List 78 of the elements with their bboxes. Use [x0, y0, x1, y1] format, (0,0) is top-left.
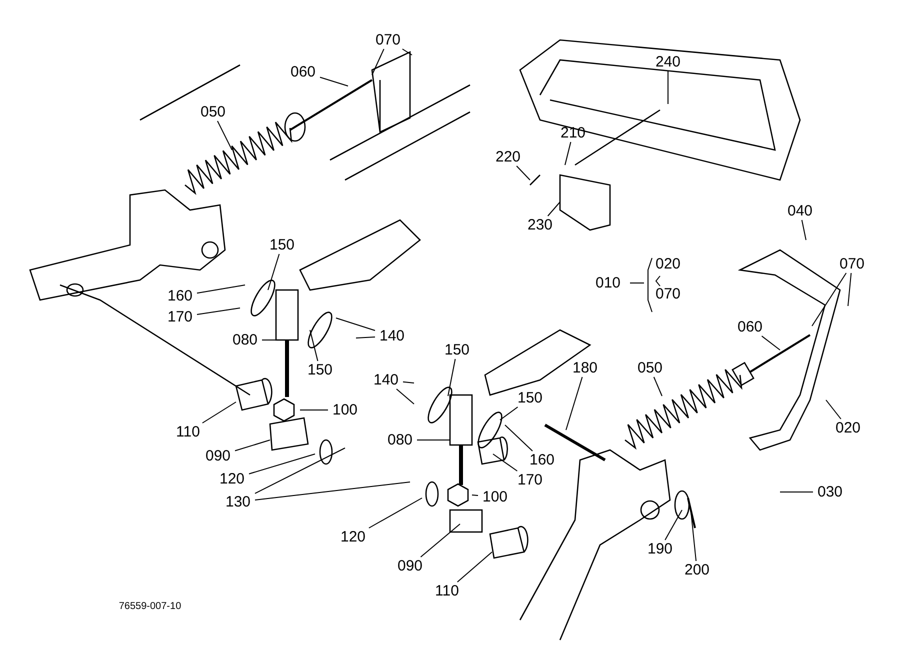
leader-line: [456, 552, 492, 582]
callout-number: 140: [373, 372, 399, 388]
callout-number: 170: [517, 472, 543, 488]
callout-number: 130: [225, 494, 251, 510]
callout-number: 150: [269, 238, 295, 252]
leader-line: [664, 510, 682, 540]
callout-number: 120: [219, 472, 245, 486]
leader-line: [268, 254, 280, 290]
callout-number: 190: [647, 542, 673, 556]
callout-number: 150: [307, 362, 333, 378]
leader-line: [420, 524, 460, 558]
leader-line: [254, 482, 410, 501]
callout-number: 020: [655, 256, 681, 272]
leader-line: [402, 48, 412, 56]
leader-line: [234, 440, 270, 452]
leader-line: [320, 76, 348, 86]
leader-line: [368, 498, 422, 528]
leader-line: [516, 166, 530, 180]
leader-line: [504, 424, 533, 452]
leader-line: [217, 120, 232, 150]
callout-number: 080: [387, 432, 413, 448]
leader-line: [564, 142, 572, 166]
callout-number: 050: [637, 360, 663, 376]
leader-line: [547, 202, 560, 216]
callout-number: 200: [684, 562, 710, 578]
leader-line: [248, 454, 316, 474]
callout-number: 060: [737, 320, 763, 334]
leader-line: [202, 402, 236, 424]
leader-line: [448, 358, 456, 396]
leader-line: [492, 454, 518, 472]
leader-line: [801, 220, 806, 240]
callout-number: 220: [495, 150, 521, 164]
callout-number: 100: [482, 490, 508, 504]
leader-line: [356, 336, 376, 338]
callout-number: 110: [435, 584, 459, 598]
leader-line: [372, 48, 384, 76]
callout-number: 240: [655, 54, 681, 70]
callout-number: 150: [444, 342, 470, 358]
leader-line: [396, 388, 414, 404]
leader-line: [196, 284, 246, 294]
leader-line: [196, 308, 240, 315]
leader-line: [690, 512, 697, 562]
callout-number: 050: [200, 104, 226, 120]
leader-line: [254, 448, 346, 494]
callout-number: 090: [397, 558, 423, 574]
callout-number: 120: [340, 530, 366, 544]
callout-number: 140: [379, 328, 405, 344]
leader-line: [848, 272, 852, 306]
callout-number: 010: [595, 276, 621, 290]
callout-number: 100: [332, 402, 358, 418]
callout-number: 230: [527, 218, 553, 232]
leader-line: [402, 381, 414, 384]
callout-number: 080: [232, 332, 258, 348]
leader-line: [826, 400, 842, 420]
leader-line: [336, 318, 376, 332]
callout-number: 110: [176, 424, 200, 440]
callout-number: 160: [167, 288, 193, 304]
callout-number: 090: [205, 448, 231, 464]
callout-number: 070: [839, 256, 865, 272]
callout-number: 150: [517, 390, 543, 406]
callout-number: 070: [655, 286, 681, 302]
callout-number: 030: [817, 484, 843, 500]
leader-line: [761, 336, 780, 350]
callout-number: 180: [572, 360, 598, 376]
callout-number: 210: [560, 126, 586, 140]
callout-number: 040: [787, 204, 813, 218]
callout-number: 020: [835, 420, 861, 436]
leader-line: [812, 272, 847, 326]
leader-line: [653, 376, 662, 396]
callout-number: 060: [290, 64, 316, 80]
callout-number: 160: [529, 452, 555, 468]
callout-number: 070: [375, 32, 401, 48]
leader-line: [566, 376, 583, 430]
callout-number: 170: [167, 310, 193, 324]
leader-line: [310, 330, 318, 362]
drawing-number: 76559-007-10: [118, 602, 182, 612]
leader-line: [472, 494, 478, 496]
leader-line: [500, 406, 518, 420]
